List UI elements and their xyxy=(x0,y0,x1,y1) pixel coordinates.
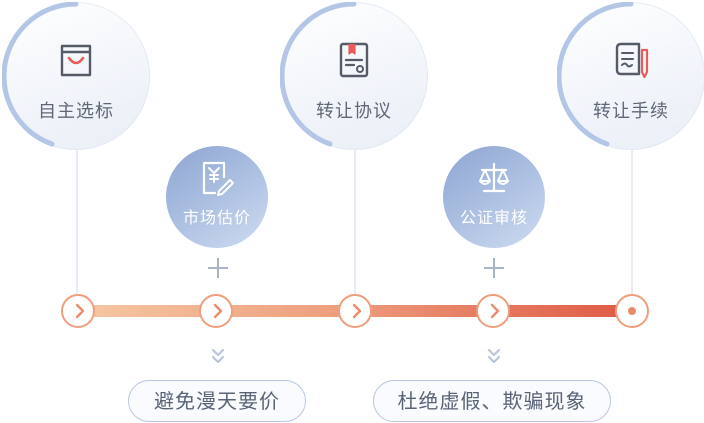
step-label-3: 转让手续 xyxy=(593,101,669,122)
step-label-2: 转让协议 xyxy=(316,101,392,122)
timeline-node-2 xyxy=(199,294,233,328)
step-circle-2: 转让协议 xyxy=(280,2,428,150)
substep-circle-1: 市场估价 xyxy=(166,146,268,248)
substep-circle-2: 公证审核 xyxy=(443,146,545,248)
substep-label-1: 市场估价 xyxy=(182,208,251,227)
connector-line-3 xyxy=(631,148,633,308)
double-chevron-down-icon xyxy=(212,349,224,363)
connector-line-2 xyxy=(354,148,356,308)
step-circle-1: 自主选标 xyxy=(2,2,150,150)
progress-arc xyxy=(280,2,357,147)
progress-arc xyxy=(2,2,79,147)
chevron-right-icon xyxy=(490,303,500,319)
yen-document-icon xyxy=(202,161,234,196)
connector-line-1 xyxy=(76,148,78,308)
contract-pen-icon xyxy=(615,42,649,79)
double-chevron-down-icon xyxy=(488,349,500,363)
plus-icon xyxy=(208,258,228,278)
shopping-bag-icon xyxy=(60,44,92,77)
timeline-node-4 xyxy=(476,294,510,328)
step-circle-3: 转让手续 xyxy=(557,2,704,150)
certificate-document-icon xyxy=(339,42,369,78)
chevron-right-icon xyxy=(213,303,223,319)
timeline-node-1 xyxy=(61,294,95,328)
progress-arc xyxy=(557,2,634,147)
end-dot-icon xyxy=(628,307,636,315)
timeline-node-3 xyxy=(338,294,372,328)
chevron-right-icon xyxy=(75,303,85,319)
balance-scale-icon xyxy=(479,162,509,193)
benefit-pill-1: 避免漫天要价 xyxy=(128,380,306,422)
timeline-node-end xyxy=(615,294,649,328)
substep-label-2: 公证审核 xyxy=(459,208,528,227)
chevron-right-icon xyxy=(352,303,362,319)
benefit-pill-2: 杜绝虚假、欺骗现象 xyxy=(373,380,611,422)
step-label-1: 自主选标 xyxy=(38,101,114,122)
plus-icon xyxy=(484,258,504,278)
